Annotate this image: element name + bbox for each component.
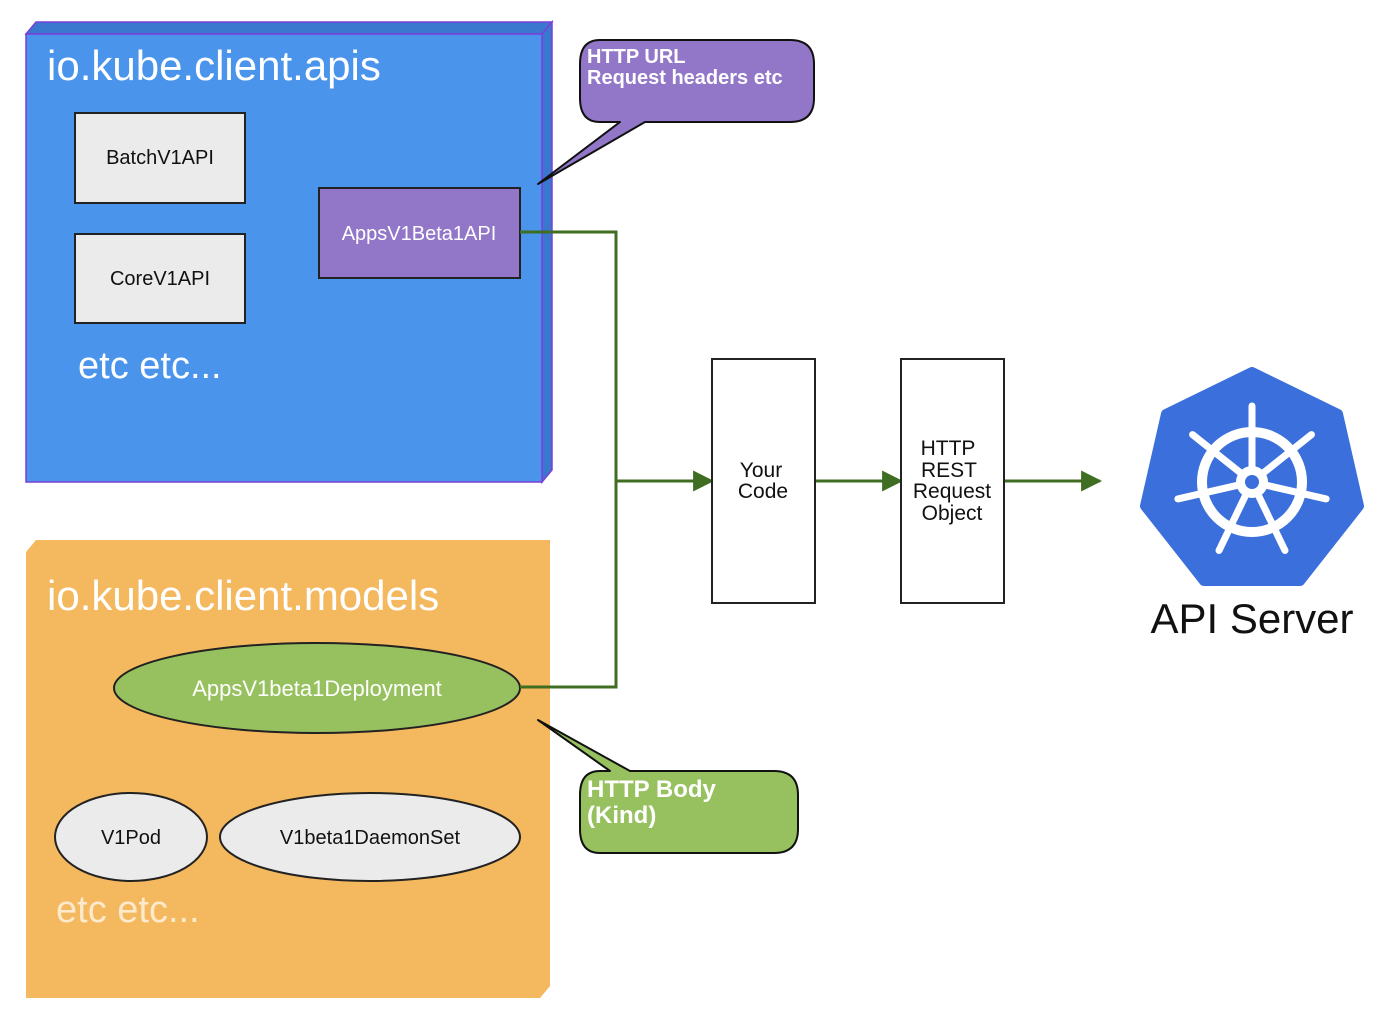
api-class-core-label: CoreV1API xyxy=(110,268,210,290)
apis-package-title: io.kube.client.apis xyxy=(47,42,381,89)
callout-http-body: HTTP Body (Kind) xyxy=(537,719,799,854)
your-code-line2: Code xyxy=(738,480,788,503)
callout-http-body-line1: HTTP Body xyxy=(587,776,717,803)
your-code-line1: Your xyxy=(740,459,782,482)
callout-http-body-line2: (Kind) xyxy=(587,802,656,829)
api-class-batch-label: BatchV1API xyxy=(106,147,214,169)
callout-http-url: HTTP URL Request headers etc xyxy=(537,39,815,185)
http-request-line4: Object xyxy=(922,502,983,525)
model-class-pod-label: V1Pod xyxy=(101,827,161,849)
models-package-more: etc etc... xyxy=(56,889,200,931)
model-class-deployment: AppsV1beta1Deployment xyxy=(113,642,521,734)
api-class-core: CoreV1API xyxy=(74,233,246,324)
api-server-label: API Server xyxy=(1150,595,1353,642)
api-class-apps: AppsV1Beta1API xyxy=(318,187,521,279)
your-code-box: Your Code xyxy=(711,358,816,604)
api-class-apps-label: AppsV1Beta1API xyxy=(342,223,497,245)
api-class-batch: BatchV1API xyxy=(74,112,246,204)
http-request-line1: HTTP xyxy=(921,437,976,460)
connector-api-to-merge xyxy=(520,230,618,481)
model-class-deployment-label: AppsV1beta1Deployment xyxy=(192,676,442,701)
api-server: API Server xyxy=(1140,367,1364,642)
model-class-daemonset: V1beta1DaemonSet xyxy=(219,792,521,882)
models-package-title: io.kube.client.models xyxy=(47,572,439,619)
http-request-line2: REST xyxy=(921,459,977,482)
connector-model-to-merge xyxy=(520,481,618,689)
http-request-box: HTTP REST Request Object xyxy=(900,358,1005,604)
kubernetes-helm-icon xyxy=(1140,367,1364,586)
model-class-pod: V1Pod xyxy=(54,792,208,882)
apis-package: io.kube.client.apis BatchV1API CoreV1API… xyxy=(24,19,554,485)
models-package: io.kube.client.models AppsV1beta1Deploym… xyxy=(26,540,550,998)
flow-connectors xyxy=(520,230,1103,689)
callout-http-url-line2: Request headers etc xyxy=(587,67,783,89)
apis-package-more: etc etc... xyxy=(78,345,222,387)
http-request-line3: Request xyxy=(913,480,991,503)
callout-http-url-line1: HTTP URL xyxy=(587,46,686,68)
model-class-daemonset-label: V1beta1DaemonSet xyxy=(280,827,461,849)
